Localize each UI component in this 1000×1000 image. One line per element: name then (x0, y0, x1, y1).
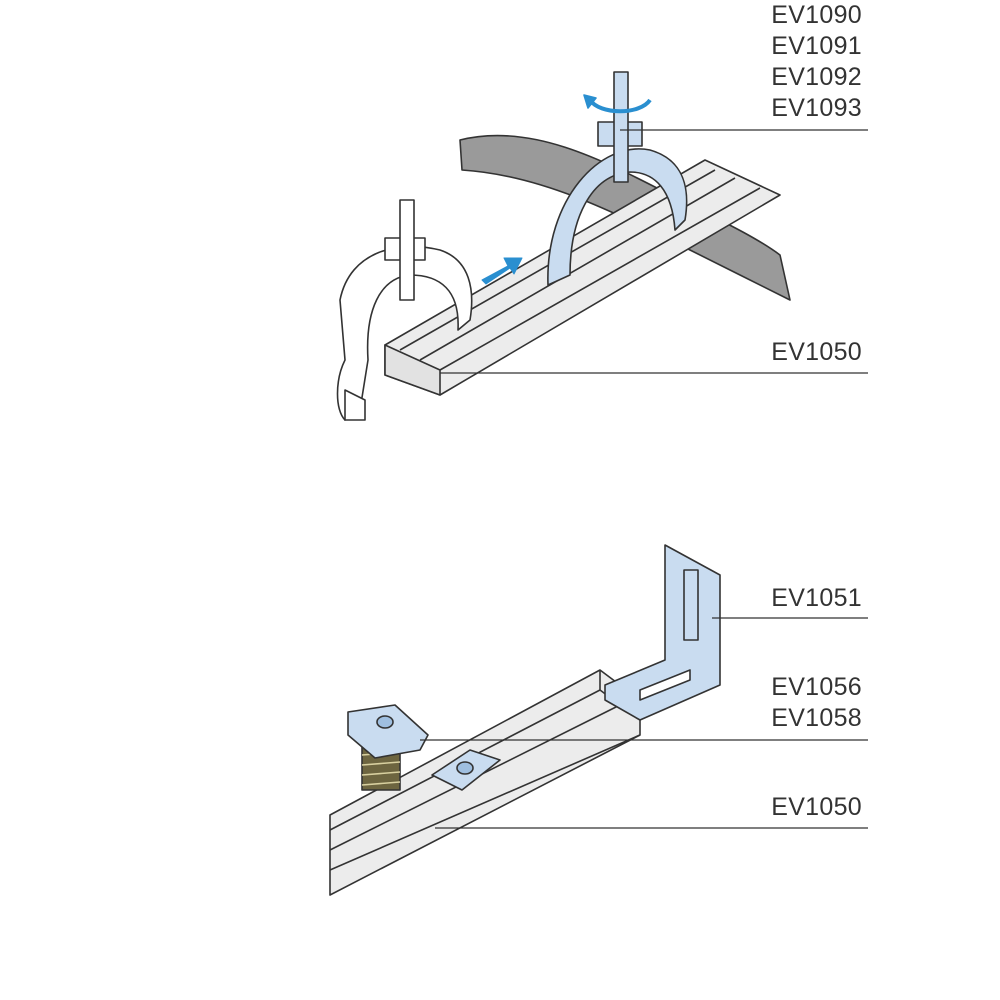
part-label: EV1050 (771, 338, 862, 366)
part-label: EV1051 (771, 584, 862, 612)
move-arrow-icon (481, 257, 523, 285)
left-clamp (336, 199, 473, 421)
part-label: EV1058 (771, 704, 862, 732)
right-clamp (547, 71, 688, 286)
clamp-part-numbers: EV1090 EV1091 EV1092 EV1093 (771, 0, 862, 124)
rotation-arrow-icon (588, 98, 652, 114)
part-label: EV1056 (771, 673, 862, 701)
spring-nut (347, 704, 429, 791)
part-label: EV1093 (771, 94, 862, 122)
part-label: EV1050 (771, 793, 862, 821)
part-label: EV1091 (771, 32, 862, 60)
angle-bracket (604, 544, 721, 721)
part-label: EV1090 (771, 1, 862, 29)
part-label: EV1092 (771, 63, 862, 91)
